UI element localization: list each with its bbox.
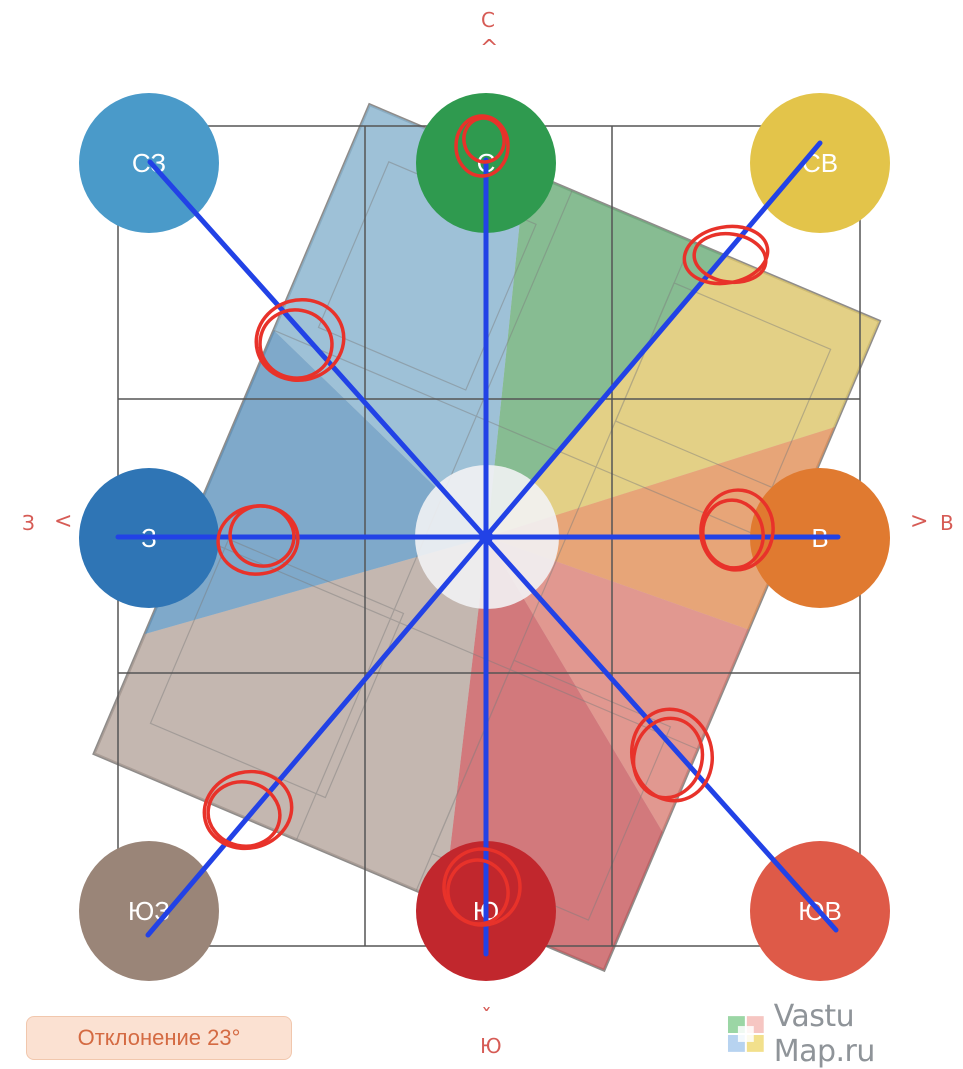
annotation-ne [682, 224, 770, 286]
annotation-s [442, 847, 522, 927]
compass-north-label: С [481, 8, 495, 32]
compass-west-arrow: < [54, 509, 73, 534]
brand-watermark: Vastu Map.ru [726, 999, 963, 1069]
annotation-nw [254, 297, 346, 383]
zone-sw-label: ЮЗ [128, 896, 170, 926]
sector-ne [487, 255, 880, 537]
center-point [479, 530, 493, 544]
compass-south-label: Ю [480, 1034, 502, 1058]
sector-n [487, 170, 724, 537]
zone-ne-label: СВ [802, 148, 838, 178]
sector-w [144, 330, 487, 635]
deviation-badge: Отклонение 23° [26, 1016, 292, 1060]
annotation-se [629, 707, 715, 803]
zone-sw: ЮЗ [79, 841, 219, 981]
zone-sw-circle [79, 841, 219, 981]
compass-east-arrow: > [910, 509, 929, 534]
deviation-label: Отклонение 23° [77, 1025, 241, 1050]
zone-ne: СВ [750, 93, 890, 233]
sector-e [487, 427, 835, 630]
annotations [202, 114, 775, 927]
annotation-w [216, 504, 300, 576]
annotation-n [454, 114, 510, 178]
compass-west-label: З [22, 511, 35, 535]
brand-name: Vastu Map.ru [773, 999, 876, 1069]
annotation-e [699, 488, 775, 572]
compass-south-arrow: ˇ [481, 1006, 492, 1031]
zone-ne-circle [750, 93, 890, 233]
annotation-sw [202, 769, 294, 851]
compass-north-arrow: ^ [480, 36, 499, 61]
axis-nw-se [147, 159, 839, 933]
compass-east-label: В [940, 511, 954, 535]
vastumap-logo-icon [727, 1016, 764, 1052]
sector-sw [94, 537, 487, 903]
